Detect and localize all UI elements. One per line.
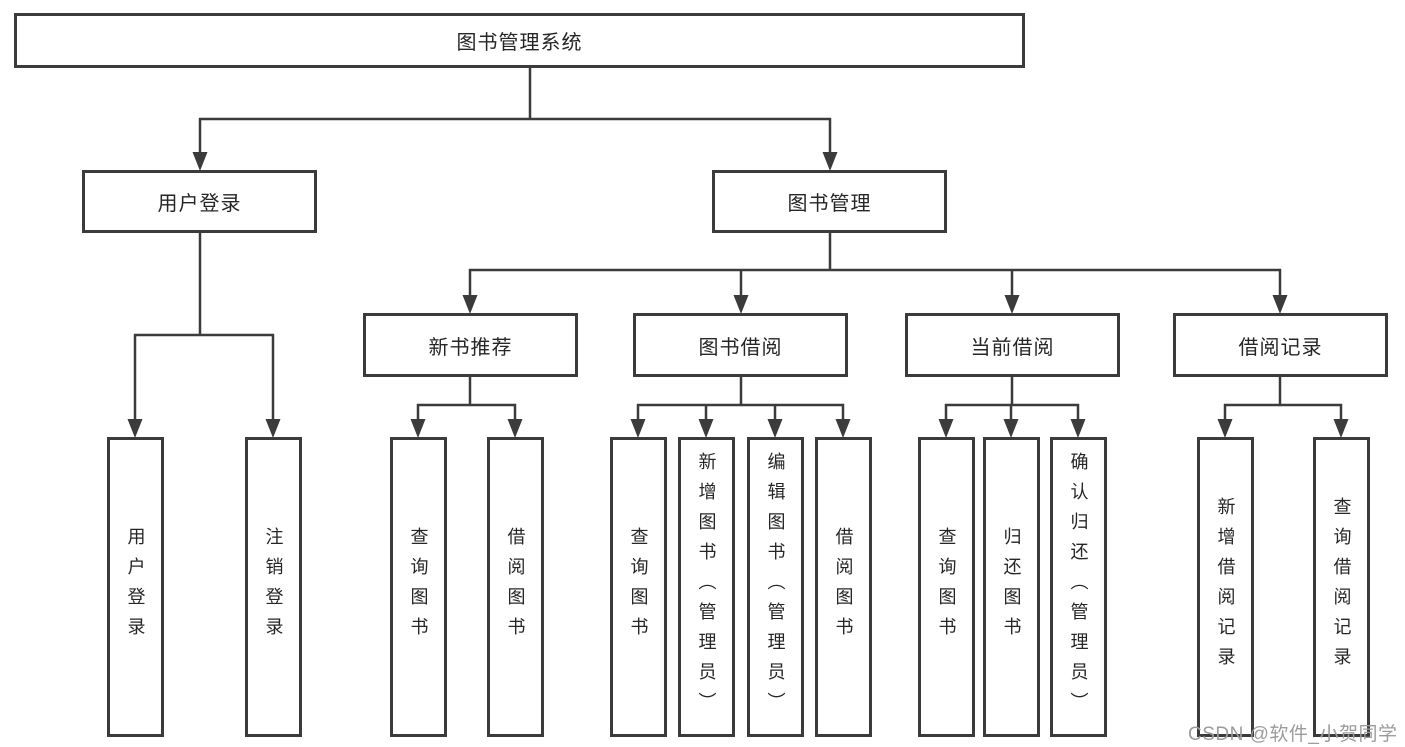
leaf-add-books-admin: 新增图书（管理员） <box>678 437 735 737</box>
arrowhead-icons <box>127 152 1349 438</box>
leaf-confirm-return-admin: 确认归还（管理员） <box>1050 437 1107 737</box>
leaf-query-books-recommend: 查询图书 <box>390 437 447 737</box>
node-new-book-recommend: 新书推荐 <box>363 313 578 377</box>
node-current-borrowing: 当前借阅 <box>905 313 1120 377</box>
leaf-label: 归还图书 <box>1001 527 1022 647</box>
leaf-user-login: 用户登录 <box>107 437 164 737</box>
leaf-logout: 注销登录 <box>245 437 302 737</box>
leaf-query-borrow-record: 查询借阅记录 <box>1313 437 1370 737</box>
connector-newbookrec-to-leaves <box>416 377 517 420</box>
leaf-label: 新增图书（管理员） <box>696 452 717 722</box>
node-label: 图书管理系统 <box>456 32 583 54</box>
leaf-borrow-books-recommend: 借阅图书 <box>487 437 544 737</box>
leaf-add-borrow-record: 新增借阅记录 <box>1197 437 1254 737</box>
node-user-login: 用户登录 <box>82 170 317 233</box>
connector-bookmgmt-to-level3 <box>468 233 1282 296</box>
node-book-management: 图书管理 <box>712 170 947 233</box>
leaf-label: 借阅图书 <box>833 527 854 647</box>
leaf-label: 确认归还（管理员） <box>1068 452 1089 722</box>
leaf-return-books: 归还图书 <box>983 437 1040 737</box>
leaf-label: 注销登录 <box>263 527 284 647</box>
node-label: 用户登录 <box>157 193 242 215</box>
leaf-edit-books-admin: 编辑图书（管理员） <box>747 437 804 737</box>
connector-currentborrow-to-leaves <box>944 377 1080 420</box>
leaf-label: 查询图书 <box>936 527 957 647</box>
leaf-label: 查询借阅记录 <box>1331 497 1352 677</box>
node-library-system: 图书管理系统 <box>14 13 1025 68</box>
connector-userlogin-to-leaves <box>133 233 275 420</box>
leaf-query-books-current: 查询图书 <box>918 437 975 737</box>
node-label: 借阅记录 <box>1238 336 1323 359</box>
leaf-label: 编辑图书（管理员） <box>765 452 786 722</box>
connector-root-to-level2 <box>198 68 832 153</box>
leaf-label: 查询图书 <box>628 527 649 647</box>
leaf-label: 新增借阅记录 <box>1215 497 1236 677</box>
leaf-label: 用户登录 <box>125 527 146 647</box>
csdn-watermark: CSDN @软件_小贺同学 <box>1188 724 1398 745</box>
node-label: 当前借阅 <box>970 336 1055 359</box>
connector-bookborrow-to-leaves <box>636 377 845 420</box>
node-label: 新书推荐 <box>428 336 513 359</box>
node-label: 图书借阅 <box>698 336 783 359</box>
node-book-borrowing: 图书借阅 <box>633 313 848 377</box>
leaf-borrow-books: 借阅图书 <box>815 437 872 737</box>
leaf-label: 查询图书 <box>408 527 429 647</box>
leaf-query-books-borrowing: 查询图书 <box>610 437 667 737</box>
connector-borrowrecords-to-leaves <box>1223 377 1343 420</box>
node-borrowing-records: 借阅记录 <box>1173 313 1388 377</box>
leaf-label: 借阅图书 <box>505 527 526 647</box>
node-label: 图书管理 <box>787 193 872 215</box>
